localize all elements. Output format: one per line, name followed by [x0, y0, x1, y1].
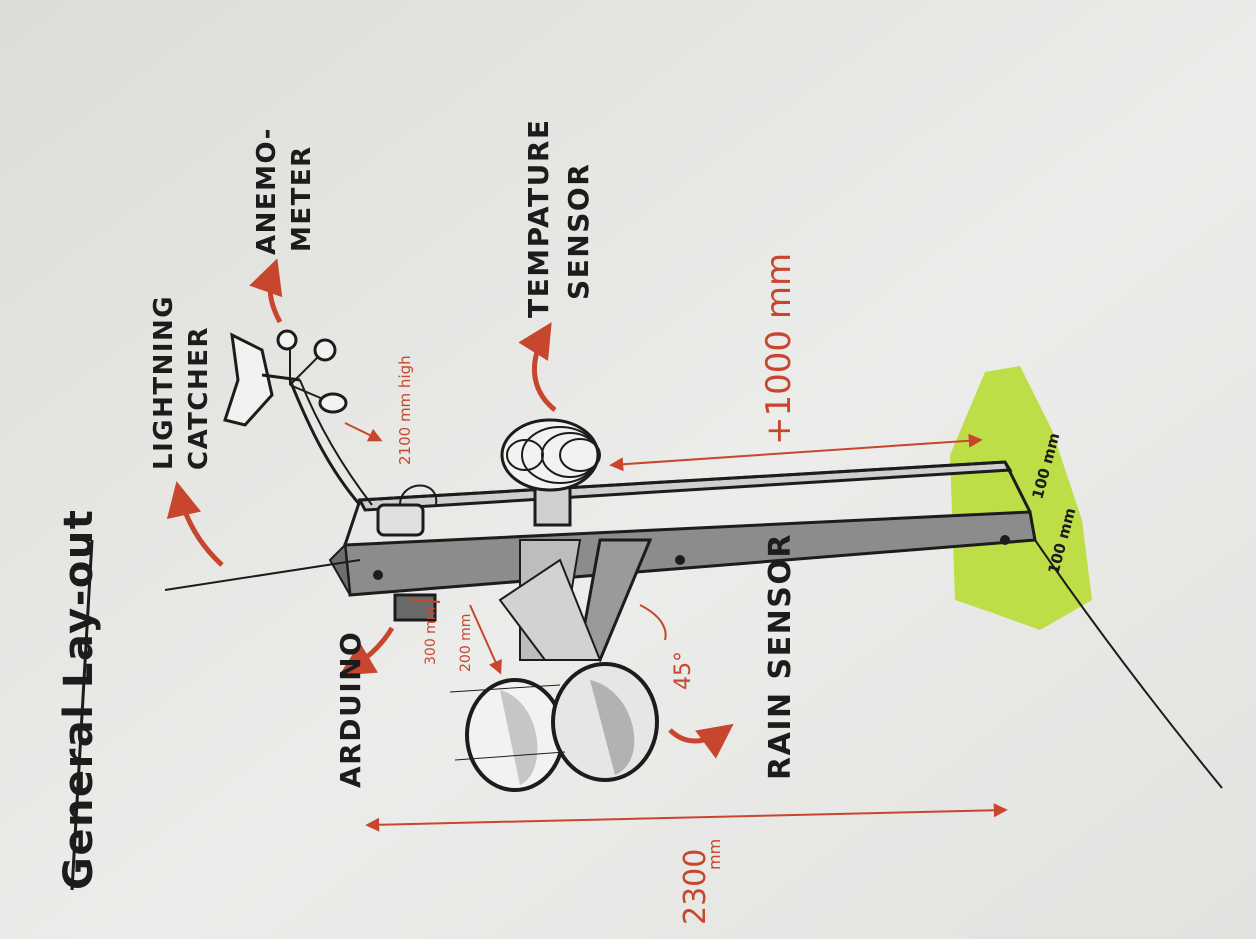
- overall-length-unit: mm: [705, 839, 724, 870]
- rain-offset-text: 200 mm: [458, 614, 474, 672]
- arm-length-text: +1000 mm: [759, 253, 799, 445]
- anemometer-label-2: METER: [287, 145, 317, 252]
- arduino-offset-text: 300 mm: [423, 607, 439, 665]
- lightning-label-2: CATCHER: [184, 326, 214, 470]
- lightning-label-1: LIGHTNING: [149, 295, 179, 470]
- bolt-icon: [1000, 535, 1010, 545]
- arduino-label: ARDUINO: [334, 631, 367, 788]
- mast-height-text: 2100 mm high: [396, 355, 414, 465]
- angle-text: 45°: [671, 651, 696, 690]
- anemometer-label-1: ANEMO-: [252, 127, 282, 255]
- page-title: General Lay-out: [56, 509, 102, 890]
- bolt-icon: [675, 555, 685, 565]
- bolt-icon: [373, 570, 383, 580]
- rain-sensor-label: RAIN SENSOR: [763, 533, 798, 780]
- temperature-label-2: SENSOR: [562, 163, 595, 300]
- temperature-label-1: TEMPATURE: [522, 118, 555, 318]
